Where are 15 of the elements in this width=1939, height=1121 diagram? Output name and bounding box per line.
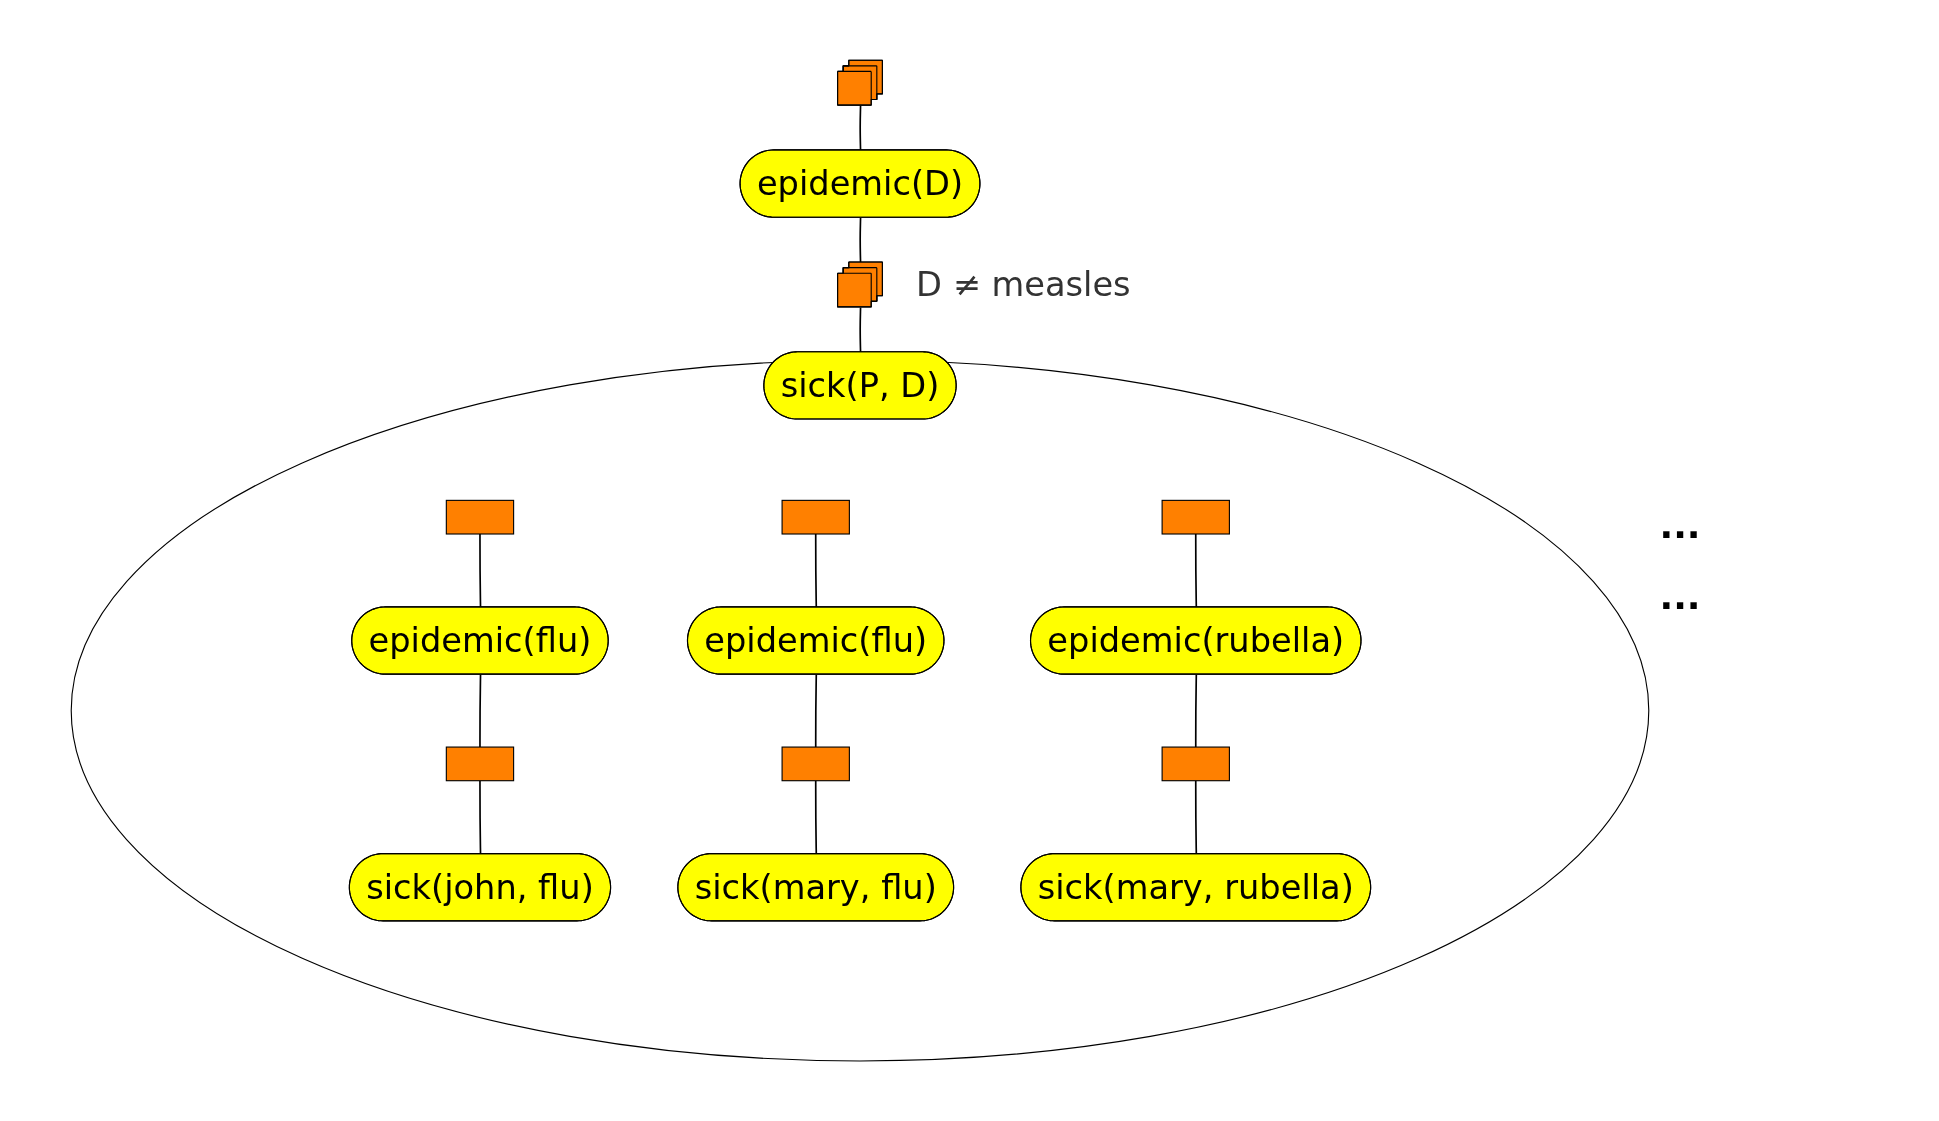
connector [1194, 673, 1197, 748]
ellipsis-text: ... [1659, 575, 1702, 617]
connector [478, 779, 481, 855]
node-box [781, 499, 850, 535]
connector [478, 673, 481, 748]
ellipsis-text: ... [1659, 504, 1702, 546]
constraint-text: D ≠ measles [915, 264, 1131, 304]
node-box [781, 746, 850, 782]
connector [1194, 779, 1197, 855]
node-box [1161, 499, 1230, 535]
node-box [1161, 746, 1230, 782]
node-box [445, 499, 514, 535]
connector [814, 779, 817, 855]
connector [814, 673, 817, 748]
node-box [445, 746, 514, 782]
